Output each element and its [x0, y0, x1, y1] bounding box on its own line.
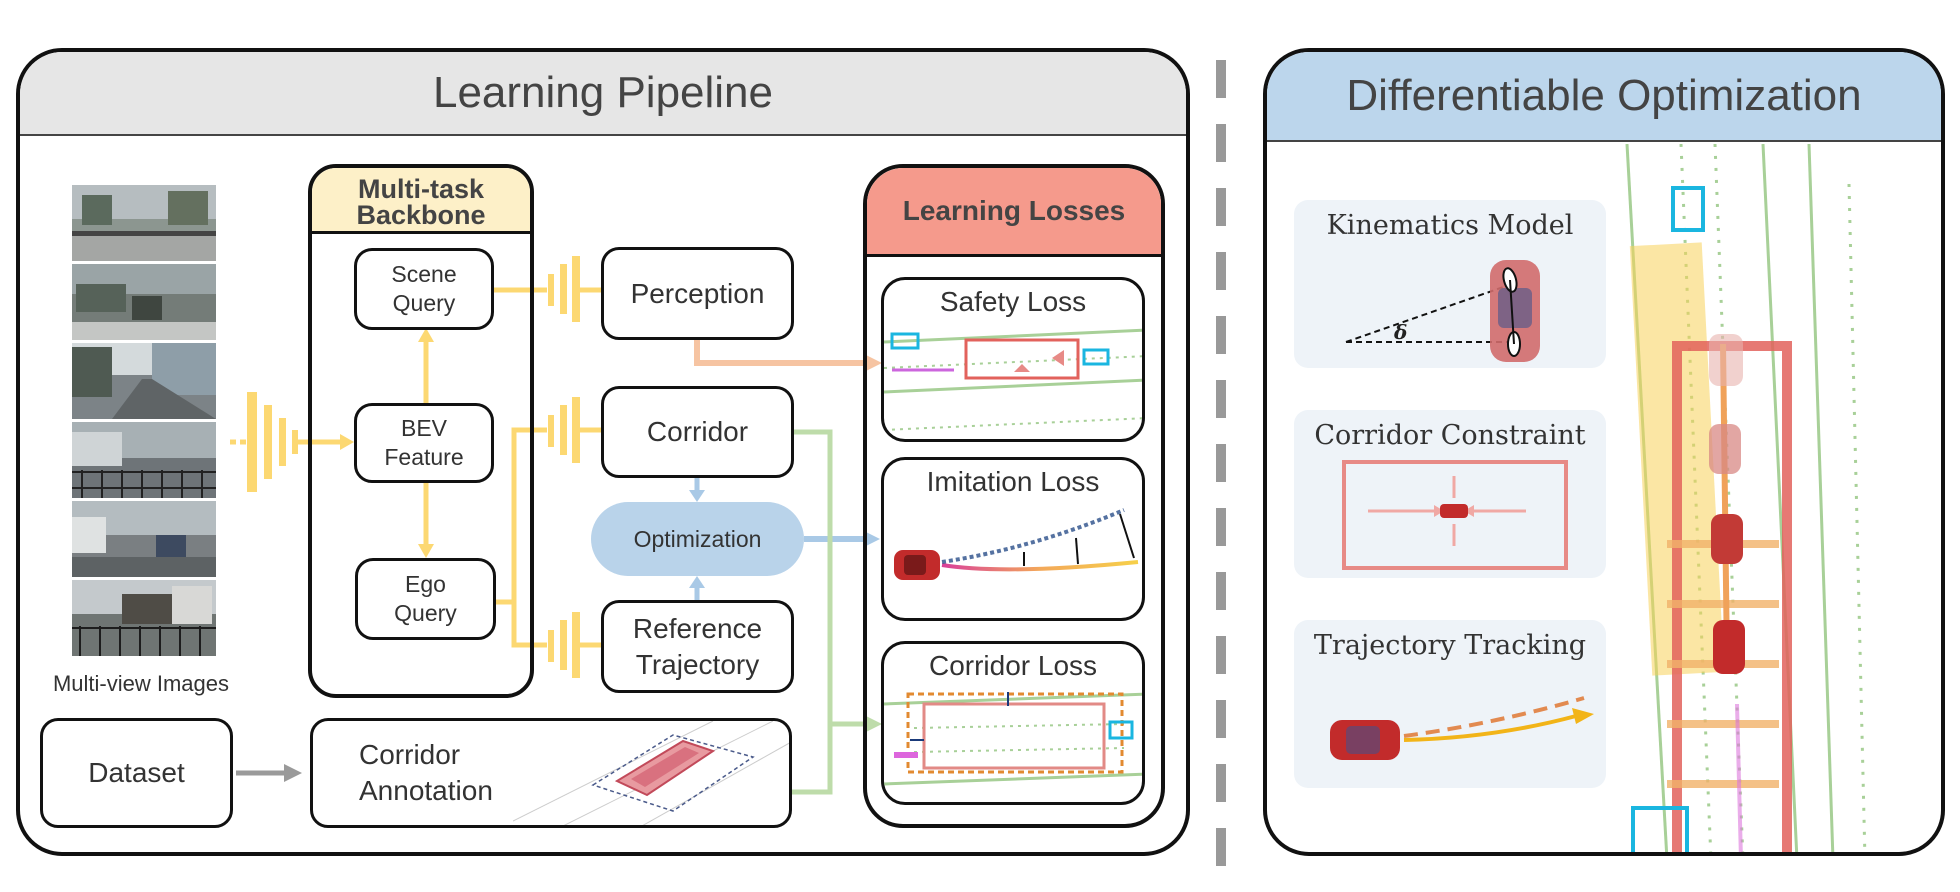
imitation-loss-title: Imitation Loss	[926, 466, 1100, 497]
tracking-car-icon	[1330, 720, 1400, 760]
backbone-title-line2: Backbone	[356, 200, 486, 230]
safety-loss-figure	[884, 328, 1142, 431]
learning-pipeline-header: Learning Pipeline	[20, 52, 1186, 136]
corridor-constraint-card: Corridor Constraint	[1294, 410, 1606, 578]
scene-query-node: Scene Query	[354, 248, 494, 330]
ego-query-line2: Query	[394, 600, 457, 626]
differentiable-optimization-header: Differentiable Optimization	[1267, 52, 1941, 142]
bev-feature-node: BEV Feature	[354, 403, 494, 483]
learning-losses-container: Learning Losses	[863, 164, 1165, 828]
backbone-header: Multi-task Backbone	[312, 168, 530, 234]
feature-extractor-icon	[247, 392, 298, 492]
ego-query-node: Ego Query	[355, 558, 496, 640]
kinematics-model-title: Kinematics Model	[1326, 210, 1574, 241]
bev-feature-line1: BEV	[400, 415, 448, 441]
trajectory-car-icons	[1709, 334, 1745, 674]
steering-angle-symbol: δ	[1394, 320, 1408, 344]
bicycle-car-icon	[1490, 260, 1540, 362]
camera-view-2	[72, 264, 216, 340]
multi-task-backbone: Multi-task Backbone	[308, 164, 534, 698]
corridor-annotation-line2: Annotation	[359, 775, 493, 806]
reference-trajectory-line1: Reference	[632, 612, 763, 644]
perception-label: Perception	[630, 277, 765, 309]
multi-view-images-label: Multi-view Images	[52, 671, 230, 696]
corridor-loss-box: Corridor Loss	[881, 641, 1145, 805]
reference-trajectory-line2: Trajectory	[635, 648, 760, 680]
trajectory-tracking-card: Trajectory Tracking	[1294, 620, 1606, 788]
reference-trajectory-node: Reference Trajectory	[601, 600, 794, 693]
kinematics-model-card: Kinematics Model δ	[1294, 200, 1606, 368]
differentiable-optimization-title: Differentiable Optimization	[1346, 71, 1862, 120]
imitation-loss-figure	[894, 508, 1139, 580]
trajectory-tracking-figure	[1330, 696, 1594, 760]
camera-view-3	[72, 343, 216, 419]
safety-loss-box: Safety Loss	[881, 277, 1145, 442]
corridor-loss-title: Corridor Loss	[928, 650, 1098, 681]
scene-query-line1: Scene	[391, 261, 457, 287]
corridor-annotation-text: Corridor Annotation	[359, 737, 493, 809]
corridor-node: Corridor	[601, 386, 794, 478]
ego-car-icon	[894, 550, 940, 580]
optimization-node: Optimization	[591, 502, 804, 576]
corridor-loss-figure	[884, 692, 1142, 786]
learning-pipeline-title: Learning Pipeline	[432, 68, 774, 117]
dataset-label: Dataset	[88, 757, 185, 788]
optimization-label: Optimization	[633, 525, 762, 552]
corridor-annotation-node: Corridor Annotation	[310, 718, 792, 828]
corridor-constraint-title: Corridor Constraint	[1314, 420, 1586, 451]
learning-losses-title: Learning Losses	[902, 195, 1126, 226]
optimization-scene	[1625, 144, 1867, 852]
camera-view-4	[72, 422, 216, 498]
corridor-constraint-figure	[1342, 460, 1568, 570]
backbone-title-line1: Multi-task	[357, 174, 484, 204]
panel-separator	[1216, 60, 1226, 870]
camera-view-5	[72, 501, 216, 577]
camera-view-1	[72, 185, 216, 261]
trajectory-tracking-title: Trajectory Tracking	[1313, 630, 1587, 661]
corridor-label: Corridor	[646, 416, 749, 447]
imitation-loss-box: Imitation Loss	[881, 457, 1145, 621]
corridor-annotation-figure	[513, 721, 789, 825]
bev-feature-line2: Feature	[384, 444, 464, 470]
scene-query-line2: Query	[392, 290, 456, 316]
dataset-node: Dataset	[40, 718, 233, 828]
corridor-annotation-line1: Corridor	[359, 739, 461, 770]
learning-losses-header: Learning Losses	[867, 168, 1161, 257]
safety-loss-title: Safety Loss	[939, 286, 1087, 317]
ego-query-line1: Ego	[405, 571, 446, 597]
camera-view-6	[72, 580, 216, 656]
kinematics-figure	[1345, 260, 1540, 362]
perception-node: Perception	[601, 247, 794, 340]
